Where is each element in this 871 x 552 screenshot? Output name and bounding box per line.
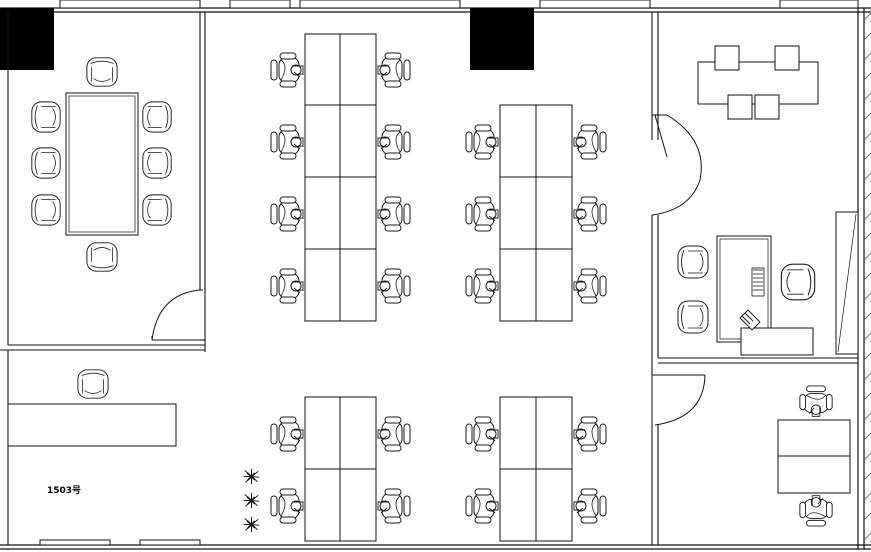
armchair-icon: [31, 194, 61, 226]
stool: [727, 94, 753, 120]
armchair-icon: [31, 147, 61, 179]
reception-desk: [7, 403, 177, 447]
small-meeting-area: [697, 45, 819, 120]
armchair-icon: [86, 242, 118, 272]
door-swing-icon: [151, 289, 203, 341]
office-chair-icon: [465, 488, 499, 524]
office-chair-icon: [377, 416, 411, 452]
office-chair-icon: [377, 268, 411, 304]
pen-icon: [739, 309, 761, 331]
office-chair-icon: [377, 124, 411, 160]
meeting-room: [31, 57, 172, 272]
hatched-wall: [863, 12, 871, 541]
structural-column-icon: [470, 8, 534, 70]
stool: [714, 45, 740, 71]
potted-plant-icon: [243, 516, 260, 533]
office-chair-icon: [270, 124, 304, 160]
door-swing-icon: [651, 114, 702, 216]
workstation-cluster-c: [304, 396, 377, 542]
office-chair-icon: [270, 268, 304, 304]
office-chair-icon: [573, 488, 607, 524]
desk-return: [740, 327, 814, 356]
office-chair-icon: [573, 196, 607, 232]
armchair-icon: [77, 369, 109, 399]
armchair-icon: [142, 101, 172, 133]
potted-plant-icon: [243, 492, 260, 509]
office-chair-icon: [799, 495, 833, 527]
structural-column-icon: [0, 8, 54, 70]
armchair-icon: [142, 147, 172, 179]
armchair-icon: [677, 245, 709, 279]
reception-area: 1503号: [7, 369, 260, 533]
stool: [754, 94, 780, 120]
manager-office: [677, 211, 859, 356]
workstation-cluster-d: [499, 396, 573, 542]
office-chair-icon: [270, 416, 304, 452]
office-chair-icon: [465, 196, 499, 232]
workstation-cluster-b: [499, 104, 573, 322]
armchair-icon: [677, 300, 709, 334]
office-chair-icon: [465, 268, 499, 304]
armchair-icon: [86, 57, 118, 87]
office-chair-icon: [377, 488, 411, 524]
partitions: [0, 12, 858, 545]
stool: [774, 45, 800, 71]
windows: [39, 0, 859, 546]
armchair-icon: [142, 194, 172, 226]
office-chair-icon: [780, 263, 816, 301]
armchair-icon: [31, 101, 61, 133]
workstation-cluster-a: [304, 33, 377, 322]
office-chair-icon: [377, 52, 411, 88]
office-chair-icon: [573, 416, 607, 452]
potted-plant-icon: [243, 468, 260, 485]
office-chair-icon: [573, 268, 607, 304]
office-chair-icon: [270, 488, 304, 524]
office-chair-icon: [270, 196, 304, 232]
office-chair-icon: [799, 385, 833, 417]
office-chair-icon: [270, 52, 304, 88]
office-chair-icon: [377, 196, 411, 232]
door-swing-icon: [651, 374, 706, 426]
reception-label: 1503号: [47, 485, 81, 496]
office-chair-icon: [573, 124, 607, 160]
office-chair-icon: [465, 124, 499, 160]
small-office: [777, 385, 851, 527]
conference-table: [65, 92, 139, 236]
office-chair-icon: [465, 416, 499, 452]
